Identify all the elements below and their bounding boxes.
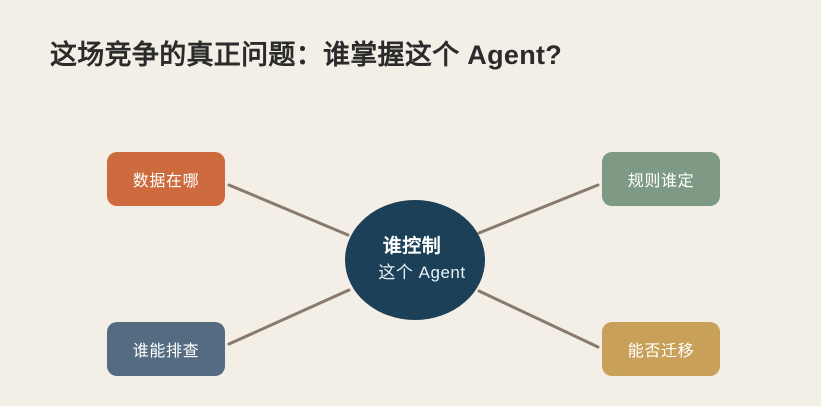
node-data-location[interactable]: 数据在哪 (107, 152, 225, 206)
node-data-location-label: 数据在哪 (132, 173, 200, 190)
page-title: 这场竞争的真正问题：谁掌握这个 Agent? (50, 40, 563, 70)
node-troubleshoot-owner-label: 谁能排查 (132, 343, 200, 360)
connector-hub-to-data (227, 183, 350, 237)
connector-hub-to-migrate (477, 289, 600, 349)
node-migration-ability[interactable]: 能否迁移 (602, 322, 720, 376)
connector-hub-to-triage (227, 288, 351, 346)
node-rules-owner[interactable]: 规则谁定 (602, 152, 720, 206)
node-migration-ability-label: 能否迁移 (627, 343, 695, 360)
hub-node-who-controls[interactable]: 谁控制 这个 Agent (345, 200, 485, 320)
hub-label-primary: 谁控制 (382, 236, 442, 257)
hub-label-secondary: 这个 Agent (378, 263, 466, 282)
node-troubleshoot-owner[interactable]: 谁能排查 (107, 322, 225, 376)
connector-hub-to-rules (477, 183, 600, 235)
node-rules-owner-label: 规则谁定 (627, 173, 695, 190)
